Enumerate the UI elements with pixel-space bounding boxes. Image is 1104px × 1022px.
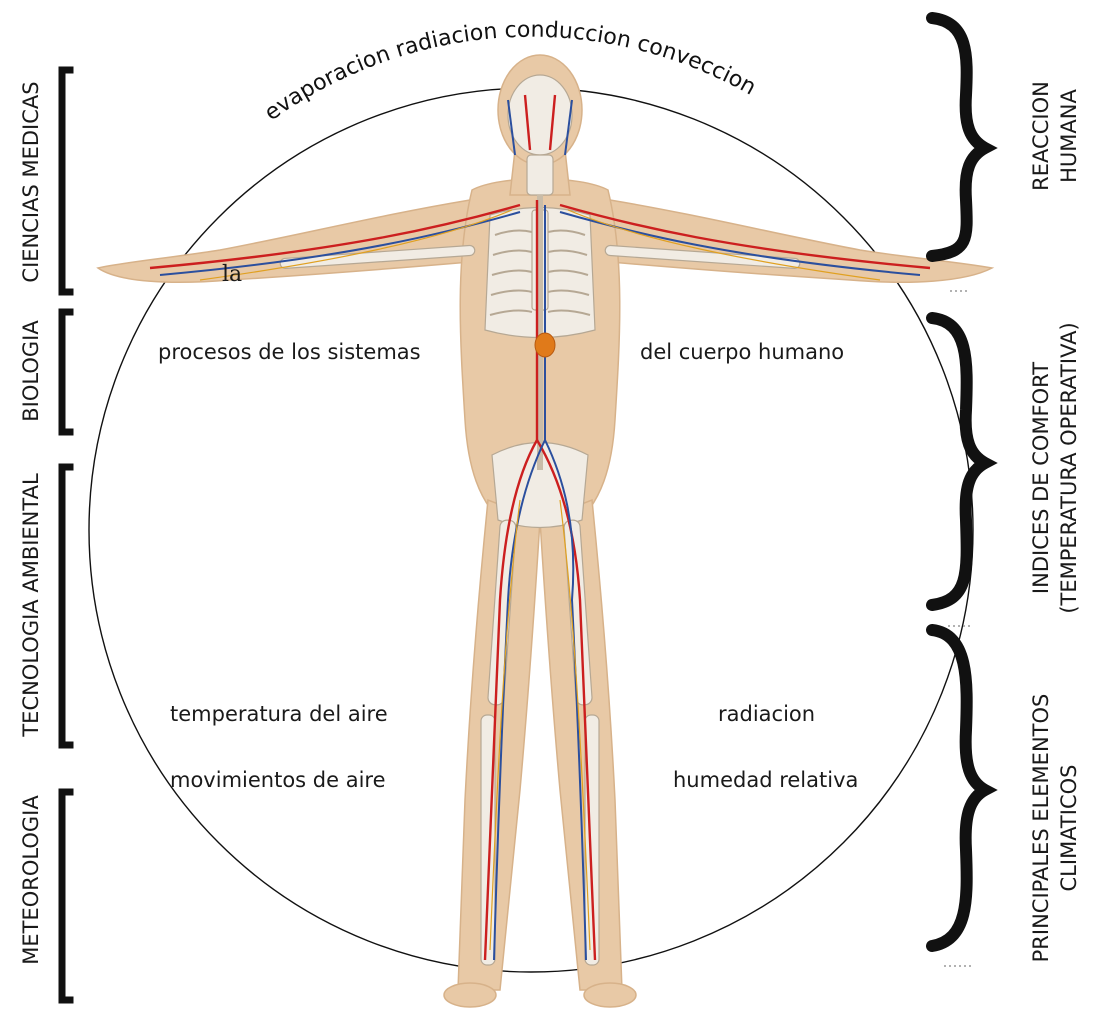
discipline-label-ciencias: CIENCIAS MEDICAS [19, 81, 43, 282]
bracket-tecnologia [62, 467, 70, 745]
brace-elementos [932, 630, 985, 946]
label-temperatura: temperatura del aire [170, 702, 388, 726]
discipline-label-biologia: BIOLOGIA [19, 320, 43, 421]
group-label-reaccion-line2: HUMANA [1057, 89, 1081, 183]
bracket-meteorologia [62, 792, 70, 1000]
group-label-indices-line1: INDICES DE COMFORT [1029, 362, 1053, 594]
label-cuerpo: del cuerpo humano [640, 340, 844, 364]
group-label-elementos-line1: PRINCIPALES ELEMENTOS [1029, 694, 1053, 963]
discipline-label-tecnologia: TECNOLOGIA AMBIENTAL [19, 473, 43, 736]
label-movimientos: movimientos de aire [170, 768, 386, 792]
skin-silhouette [98, 55, 992, 1007]
discipline-label-meteorologia: METEOROLOGIA [19, 795, 43, 964]
label-radiacion: radiacion [718, 702, 815, 726]
heart [535, 333, 555, 357]
left-brackets [62, 70, 70, 1000]
bracket-biologia [62, 312, 70, 432]
bracket-ciencias [62, 70, 70, 292]
group-label-indices-line2: (TEMPERATURA OPERATIVA) [1057, 322, 1081, 613]
right-braces [932, 18, 985, 946]
label-humedad: humedad relativa [673, 768, 858, 792]
brace-reaccion [932, 18, 985, 256]
label-procesos: procesos de los sistemas [158, 340, 421, 364]
group-label-reaccion-line1: REACCION [1029, 81, 1053, 191]
human-body-figure [98, 55, 992, 1007]
stray-label: la [222, 262, 242, 287]
group-label-elementos-line2: CLIMATICOS [1057, 765, 1081, 892]
